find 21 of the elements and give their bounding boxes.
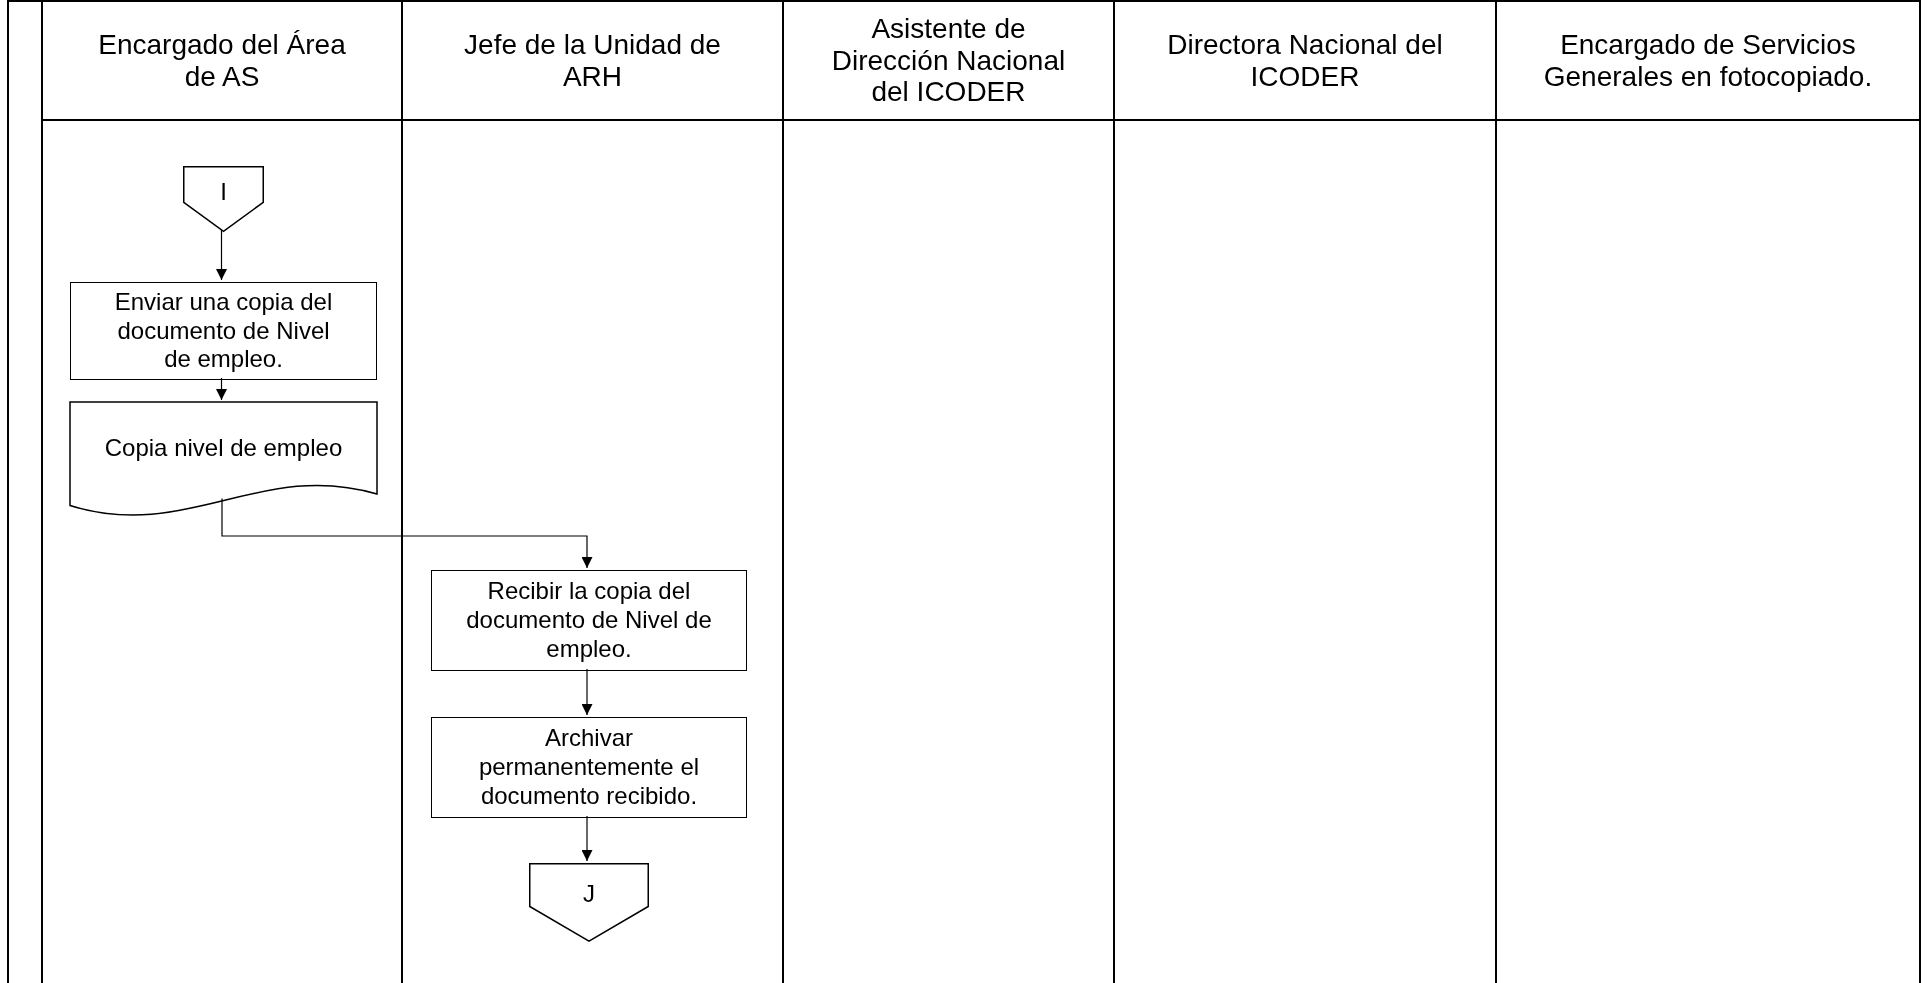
lane-header: Jefe de la Unidad de ARH [463,29,722,92]
process-box: Enviar una copia del documento de Nivel de empleo. [70,282,377,380]
arrow [581,815,593,862]
lane-header: Encargado de Servicios Generales en fotocopiado. [1542,29,1874,92]
arrow [216,229,227,281]
arrow [221,497,593,569]
lane-header: Encargado del Área de AS [97,29,347,92]
arrow [216,377,227,401]
swimlane [41,0,401,983]
swimlane [401,0,782,983]
document-shape: Copia nivel de empleo [70,402,377,517]
arrow [581,668,593,716]
lane-header: Asistente de Dirección Nacional del ICODER [830,13,1067,108]
swimlane [1495,0,1921,983]
process-box: Archivar permanentemente el documento recibido. [431,717,747,818]
swimlane [1113,0,1495,983]
lane-header: Directora Nacional del ICODER [1166,29,1444,92]
swimlane [782,0,1113,983]
off-page-connector: I [183,166,264,232]
off-page-connector: J [529,863,649,942]
process-box: Recibir la copia del documento de Nivel de empleo. [431,570,747,671]
